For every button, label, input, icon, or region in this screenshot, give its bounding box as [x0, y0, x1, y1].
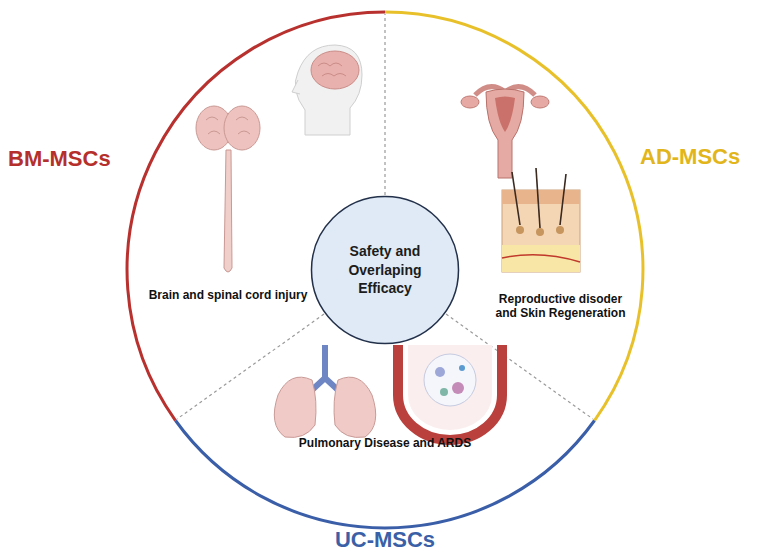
- right-lung: [334, 377, 376, 437]
- brain-folds: [318, 63, 346, 76]
- epidermis: [502, 190, 580, 204]
- head-illustration: [292, 45, 362, 135]
- skin-block: [502, 190, 580, 272]
- sector-label: Pulmonary Disease and ARDS: [255, 436, 515, 450]
- node-label: Safety and Overlaping Efficacy: [325, 242, 445, 299]
- follicle: [556, 226, 564, 234]
- trachea: [312, 345, 338, 390]
- ovary: [461, 96, 479, 108]
- cell-cluster: [424, 354, 476, 406]
- ovary: [531, 96, 549, 108]
- sector-label: Reproductive disoder and Skin Regenerati…: [488, 292, 633, 321]
- cell: [459, 365, 465, 371]
- hair: [536, 168, 540, 228]
- brain-hemisphere: [224, 106, 260, 150]
- uterus-illustration: [461, 87, 549, 178]
- spinal-cord-illustration: [196, 106, 260, 272]
- vessel-lumen: [408, 345, 492, 430]
- cell: [452, 382, 464, 394]
- vessel-wall: [398, 345, 502, 440]
- hair: [560, 174, 566, 225]
- left-lung: [274, 377, 316, 437]
- uc-arc: [176, 421, 595, 528]
- group-label: AD-MSCs: [640, 144, 765, 170]
- divider-line: [384, 14, 385, 195]
- brain-folds: [206, 117, 250, 134]
- nose: [292, 80, 300, 94]
- divider-lines: [177, 14, 593, 419]
- circle-shape: [312, 197, 459, 344]
- vessel-illustration: [398, 345, 502, 440]
- center-circle: Safety and Overlaping Efficacy: [310, 195, 460, 345]
- uterine-cavity: [495, 97, 515, 133]
- vessel: [502, 255, 580, 262]
- head-outline: [295, 45, 362, 135]
- lungs-illustration: [274, 345, 375, 438]
- cell: [440, 388, 448, 396]
- spinal-cord: [224, 150, 232, 272]
- group-label: BM-MSCs: [8, 146, 138, 172]
- sector-label: Brain and spinal cord injury: [148, 288, 308, 302]
- hair: [512, 172, 520, 225]
- follicle: [516, 226, 524, 234]
- cell: [435, 367, 445, 377]
- skin-illustration: [502, 168, 580, 272]
- brain: [311, 51, 359, 89]
- hairs: [512, 168, 566, 228]
- group-label: UC-MSCs: [285, 527, 485, 553]
- uterus: [486, 89, 524, 178]
- follicle: [536, 228, 544, 236]
- fat-layer: [502, 245, 580, 272]
